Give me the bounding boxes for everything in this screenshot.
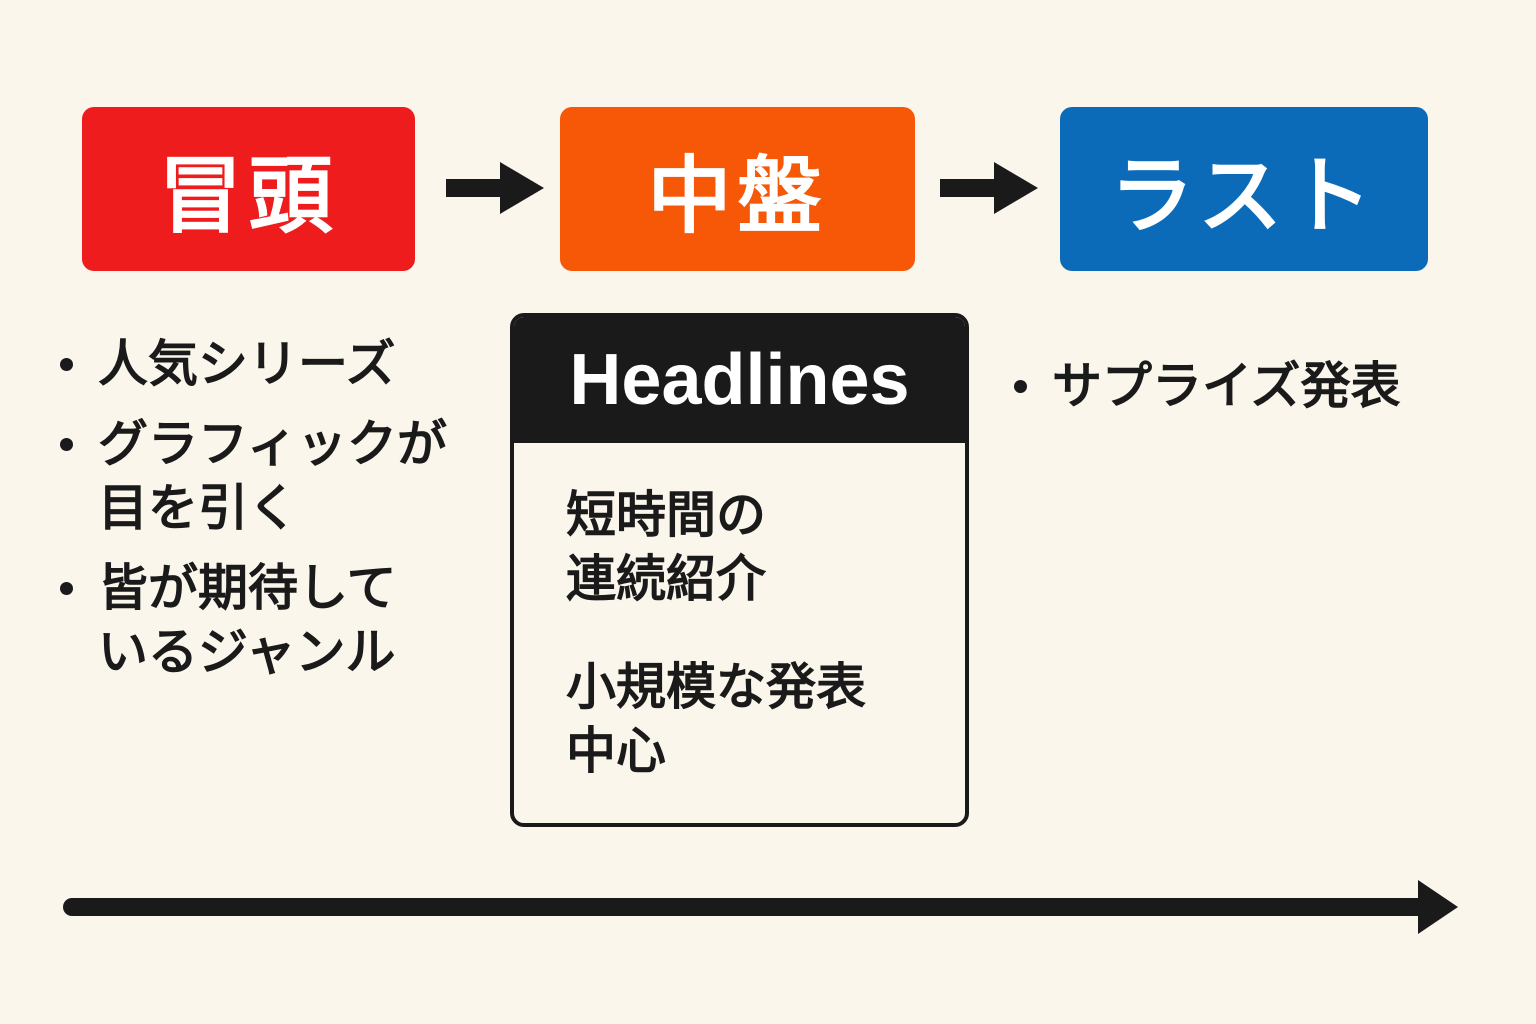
stage-opening-label: 冒頭 (158, 146, 339, 245)
timeline-arrow-icon (63, 880, 1458, 934)
headlines-box: Headlines 短時間の 連続紹介 小規模な発表 中心 (510, 313, 969, 827)
right-arrow-icon (446, 162, 544, 214)
opening-bullet-list: 人気シリーズ グラフィックが 目を引く 皆が期待して いるジャンル (58, 332, 478, 700)
stage-middle-label: 中盤 (647, 146, 828, 245)
stage-middle-box: 中盤 (560, 107, 915, 271)
last-bullet-item: サプライズ発表 (1012, 354, 1492, 418)
stage-last-box: ラスト (1060, 107, 1428, 271)
stage-last-label: ラスト (1109, 146, 1379, 245)
opening-bullet-item: グラフィックが 目を引く (58, 412, 478, 540)
opening-bullet-item: 皆が期待して いるジャンル (58, 556, 478, 684)
headline-item: 短時間の 連続紹介 (566, 486, 766, 608)
stage-opening-box: 冒頭 (82, 107, 415, 271)
headline-item: 小規模な発表 中心 (566, 658, 866, 780)
last-bullet-list: サプライズ発表 (1012, 354, 1492, 434)
headlines-title: Headlines (514, 317, 965, 443)
right-arrow-icon (940, 162, 1038, 214)
opening-bullet-item: 人気シリーズ (58, 332, 478, 396)
